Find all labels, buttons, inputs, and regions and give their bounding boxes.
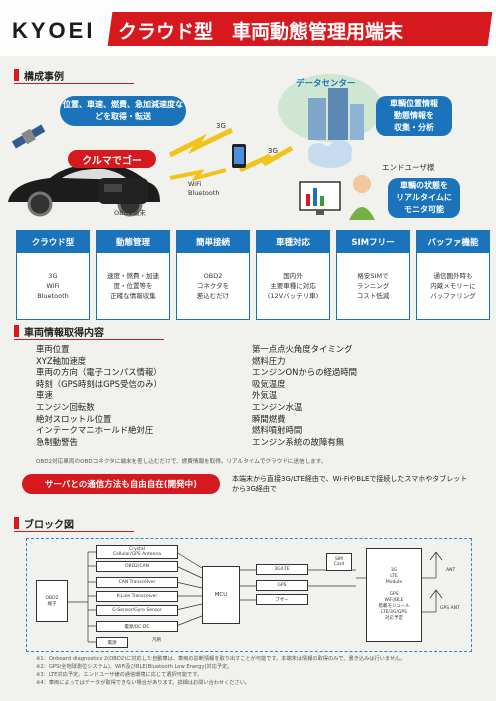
section-header-block-diagram: ブロック図	[14, 516, 74, 531]
gps-antenna-label: GPS ANT	[440, 606, 460, 611]
list-item: 燃料圧力	[252, 355, 286, 366]
block-mid: ブザー	[256, 594, 308, 605]
obd-label: OBD2端末	[114, 209, 146, 217]
signal-bolt-2	[238, 145, 294, 173]
list-item: 急制動警告	[36, 436, 78, 447]
page-title: クラウド型 車両動態管理用端末	[118, 21, 404, 43]
list-item: 外気温	[252, 390, 278, 401]
footnote: ※3：LTE対応予定。エンドユーザ様の通信環境に応じて選択可能です。	[36, 672, 203, 678]
datacenter-bubble: 車輌位置情報 動態情報を 収集・分析	[376, 96, 452, 136]
list-item: 車速	[36, 390, 53, 401]
feature-title: クラウド型	[17, 231, 89, 253]
network-illustration	[8, 74, 382, 220]
block-mid: GPS	[256, 580, 308, 591]
block-row: G-Sensor/Gyro Sensor	[96, 605, 178, 616]
list-item: 時刻（GPS時刻はGPS受信のみ）	[36, 378, 162, 389]
list-item: 燃料噴射時間	[252, 425, 303, 436]
legend-label: 凡例	[152, 638, 161, 643]
list-item: 吸気温度	[252, 378, 286, 389]
footnote: ※4：車両によってはデータが取得できない場合があります。詳細はお問い合わせくださ…	[36, 680, 251, 686]
feature-card: クラウド型 3G WiFi Bluetooth	[16, 230, 90, 320]
enduser-label: エンドユーザ様	[382, 163, 435, 172]
vehicle-info-bubble: 位置、車速、燃費、急加減速度などを取得・転送	[60, 96, 186, 126]
feature-card: バッファ機能通信圏外時も 内蔵メモリーに バッファリング	[416, 230, 490, 320]
antenna-label: ANT	[446, 568, 456, 573]
block-diagram	[26, 538, 472, 652]
info-list-left: 車両位置 XYZ軸加速度 車両の方向（電子コンパス情報） 時刻（GPS時刻はGP…	[36, 344, 236, 448]
feature-body: 国内外 主要車種に対応 (12Vバッテリ車)	[267, 272, 319, 300]
wifi-bluetooth-label: WiFi Bluetooth	[188, 180, 220, 197]
satellite-icon	[11, 124, 46, 149]
section-divider	[14, 531, 134, 532]
block-mid: 3G/LTE	[256, 564, 308, 575]
block-row: Crystal Cellular/GPS Antenna	[96, 545, 178, 559]
company-logo: KYOEI	[12, 18, 96, 43]
footnote: ※1：Onboard diagnostics 2(OBD2)に対応した自動車は、…	[36, 656, 406, 662]
user-bubble: 車輌の状態を リアルタイムに モニタ可能	[388, 178, 460, 218]
signal-bolt-3	[169, 168, 227, 182]
comm-text: 本端末から直接3G/LTE経由で、Wi-FiやBLEで接続したスマホやタブレット…	[232, 475, 468, 493]
info-note: OBD2対応車両のOBDコネクタに端末を差し込むだけで、燃費情報を取得。リアルタ…	[36, 459, 327, 465]
block-row: 電源/DC-DC	[96, 621, 178, 632]
feature-title: SIMフリー	[337, 231, 409, 253]
info-list-right: 第一点点火角度タイミング 燃料圧力 エンジンONからの経過時間 吸気温度 外気温…	[252, 344, 452, 448]
list-item: エンジン系統の故障有無	[252, 436, 345, 447]
comm-pill: サーバとの通信方法も自由自在(開発中)	[22, 474, 220, 494]
feature-row: クラウド型 3G WiFi Bluetooth 動態管理速度・燃費・加速 度・位置…	[16, 230, 490, 320]
signal-bolt-1	[168, 127, 234, 158]
list-item: エンジン回転数	[36, 401, 95, 412]
list-item: XYZ軸加速度	[36, 355, 87, 366]
block-row: CAN Transceiver	[96, 577, 178, 588]
section-divider	[14, 83, 134, 84]
kurumade-go-badge: クルマでゴー	[68, 150, 156, 168]
list-item: 車両位置	[36, 344, 70, 354]
feature-title: 車種対応	[257, 231, 329, 253]
list-item: エンジン水温	[252, 401, 303, 412]
feature-body: 通信圏外時も 内蔵メモリーに バッファリング	[430, 272, 476, 300]
sim-card-block: SIM Card	[326, 553, 352, 571]
feature-body: 3G WiFi Bluetooth	[37, 272, 69, 300]
feature-title: 簡単接続	[177, 231, 249, 253]
mcu-block: MCU	[202, 566, 240, 624]
feature-card: SIMフリー格安SIMで ランニング コスト低減	[336, 230, 410, 320]
list-item: 第一点点火角度タイミング	[252, 344, 353, 354]
feature-title: バッファ機能	[417, 231, 489, 253]
obd-terminal-block: OBD2 端子	[36, 580, 68, 622]
list-item: 車両の方向（電子コンパス情報）	[36, 367, 162, 378]
datacenter-label: データセンター	[296, 79, 356, 89]
block-row: K-Line Transceiver	[96, 591, 178, 602]
feature-body: 速度・燃費・加速 度・位置等を 正確な情報収集	[107, 272, 159, 300]
feature-card: 簡単接続 OBD2 コネクタを 差込むだけ	[176, 230, 250, 320]
list-item: インテークマニホールド絶対圧	[36, 425, 154, 436]
list-item: 瞬間燃費	[252, 413, 286, 424]
feature-title: 動態管理	[97, 231, 169, 253]
section-header-composition: 構成事例	[14, 68, 64, 83]
feature-card: 動態管理速度・燃費・加速 度・位置等を 正確な情報収集	[96, 230, 170, 320]
module-block: 3G LTE Module GPS WiFi/BLE 搭載モジュール LTE/3…	[366, 548, 422, 642]
block-row: OBD2/CAN	[96, 561, 178, 572]
feature-body: 格安SIMで ランニング コスト低減	[356, 272, 390, 300]
user-icon	[353, 175, 371, 193]
label-3g-mid: 3G	[268, 147, 278, 155]
list-item: エンジンONからの経過時間	[252, 367, 357, 378]
feature-body: OBD2 コネクタを 差込むだけ	[196, 272, 230, 300]
building-icon	[308, 98, 326, 140]
block-row: 電源	[96, 637, 128, 648]
label-3g-top: 3G	[216, 122, 226, 130]
block-diagram-lines	[66, 551, 443, 643]
feature-card: 車種対応国内外 主要車種に対応 (12Vバッテリ車)	[256, 230, 330, 320]
section-header-vehicle-info: 車両情報取得内容	[14, 324, 104, 339]
section-divider	[14, 339, 164, 340]
footnote: ※2：GPS(全地球測位システム)、WiFi及びBLE(Bluetooth Lo…	[36, 664, 233, 670]
list-item: 絶対スロットル位置	[36, 413, 112, 424]
